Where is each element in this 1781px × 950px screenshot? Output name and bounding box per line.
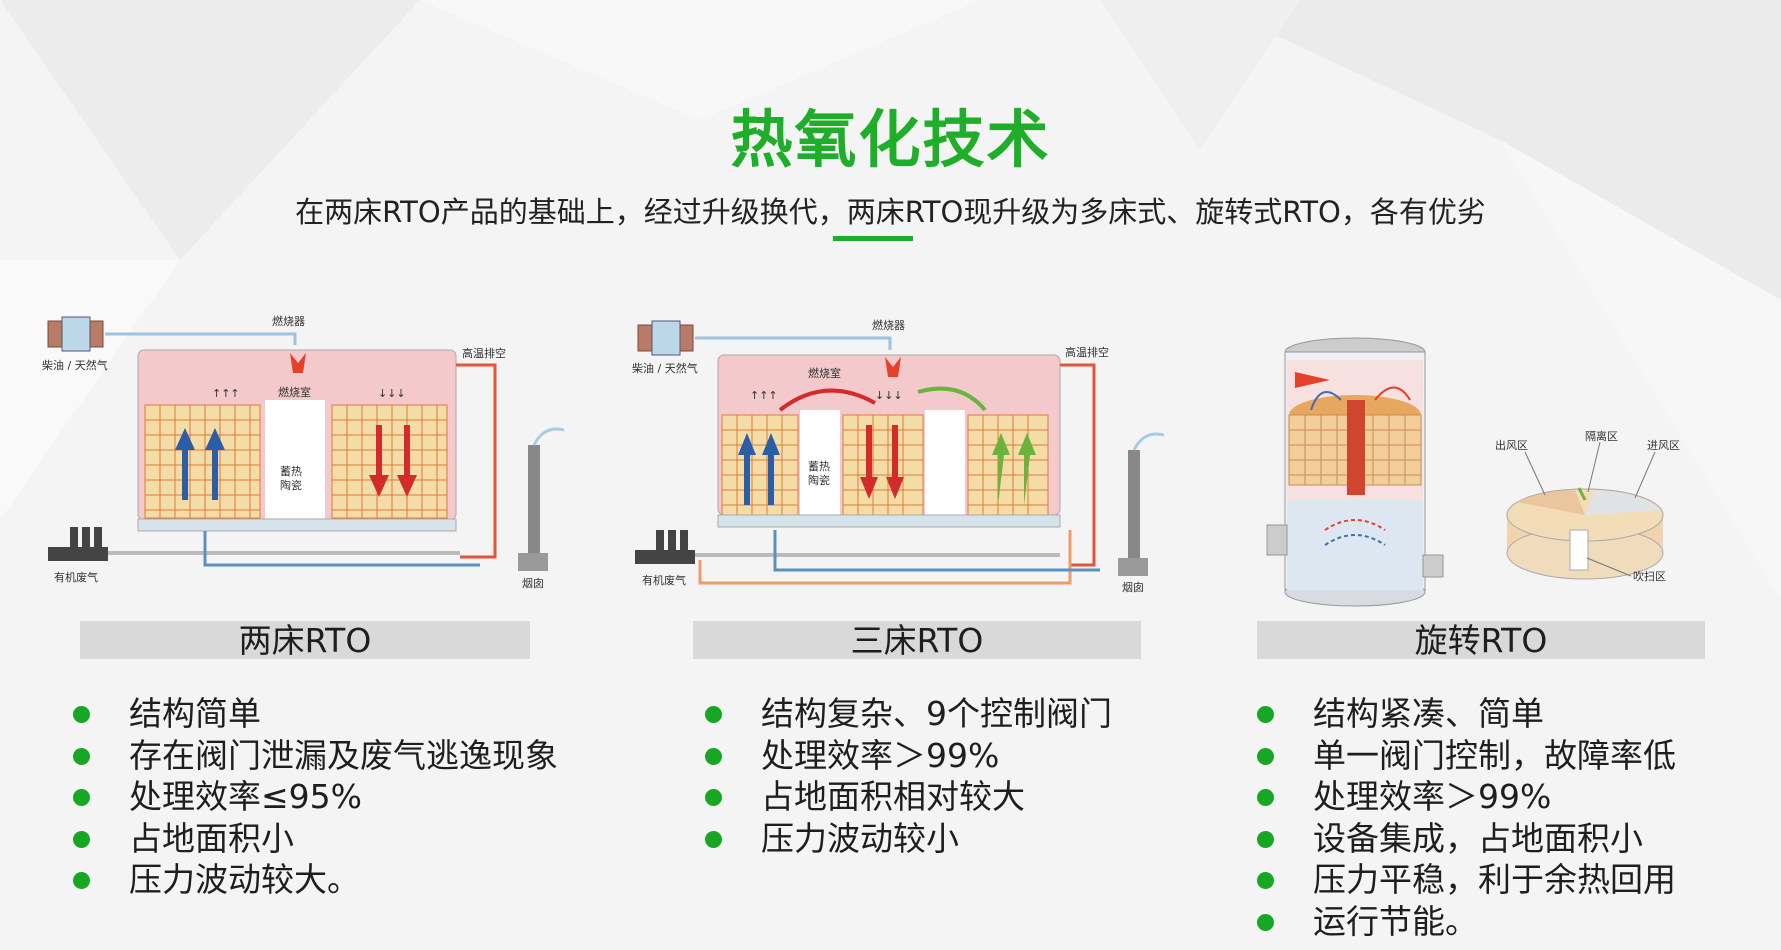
bullet-icon <box>1257 747 1274 765</box>
three-bed-fuel-label: 柴油 / 天然气 <box>632 361 698 375</box>
rotary-inlet-zone-label: 进风区 <box>1647 439 1680 452</box>
page-title: 热氧化技术 <box>730 103 1051 176</box>
two-bed-fuel-label: 柴油 / 天然气 <box>42 358 108 372</box>
three-bed-features: 结构复杂、9个控制阀门 处理效率＞99% 占地面积相对较大 压力波动较小 <box>705 693 1112 859</box>
list-item: 压力波动较小 <box>705 818 1112 860</box>
bullet-icon <box>73 830 90 848</box>
list-item: 处理效率＞99% <box>705 735 1112 777</box>
two-bed-media-label-2: 陶瓷 <box>280 478 302 492</box>
three-bed-media-label-1: 蓄热 <box>808 460 830 473</box>
two-bed-chimney-label: 烟囱 <box>522 576 544 590</box>
list-item: 单一阀门控制，故障率低 <box>1257 735 1676 777</box>
bullet-icon <box>1257 913 1274 931</box>
bullet-icon <box>73 747 90 765</box>
two-bed-rto-diagram: 柴油 / 天然气 燃烧器 燃烧室 ↑↑↑ ↓↓↓ 蓄热 陶瓷 高温排空 烟囱 有… <box>42 314 565 590</box>
list-item: 设备集成，占地面积小 <box>1257 818 1676 860</box>
list-item: 处理效率＞99% <box>1257 776 1676 818</box>
list-item: 运行节能。 <box>1257 901 1676 943</box>
bullet-icon <box>705 789 722 806</box>
three-bed-exhaust-label: 高温排空 <box>1065 345 1109 359</box>
two-bed-burner-label: 燃烧器 <box>272 314 305 328</box>
list-item: 结构复杂、9个控制阀门 <box>705 693 1112 735</box>
list-item: 占地面积相对较大 <box>705 776 1112 818</box>
title-underline <box>833 236 913 241</box>
two-bed-exhaust-label: 高温排空 <box>462 346 506 360</box>
bullet-icon <box>1257 706 1274 723</box>
bullet-icon <box>73 872 90 889</box>
list-item: 压力波动较大。 <box>73 859 558 901</box>
two-bed-chamber-label: 燃烧室 <box>278 385 311 399</box>
two-bed-features: 结构简单 存在阀门泄漏及废气逃逸现象 处理效率≤95% 占地面积小 压力波动较大… <box>73 693 558 901</box>
list-item: 结构简单 <box>73 693 558 735</box>
three-bed-chamber-label: 燃烧室 <box>808 366 841 380</box>
list-item: 存在阀门泄漏及废气逃逸现象 <box>73 735 558 777</box>
svg-text:↑↑↑: ↑↑↑ <box>750 389 778 402</box>
two-bed-media-label-1: 蓄热 <box>280 465 302 478</box>
list-item: 处理效率≤95% <box>73 776 558 818</box>
three-bed-rto-diagram: 柴油 / 天然气 燃烧器 燃烧室 ↑↑↑ ↓↓↓ 蓄热 陶瓷 高温排空 烟囱 有… <box>632 318 1165 594</box>
rotary-rto-diagram: 出风区 隔离区 进风区 吹扫区 <box>1266 337 1680 607</box>
rotary-outlet-zone-label: 出风区 <box>1495 438 1528 452</box>
bullet-icon <box>705 706 722 723</box>
bullet-icon <box>705 747 722 765</box>
svg-text:↑↑↑: ↑↑↑ <box>212 387 240 400</box>
rotary-purge-zone-label: 吹扫区 <box>1633 570 1666 583</box>
svg-text:↓↓↓: ↓↓↓ <box>378 387 406 400</box>
svg-text:↓↓↓: ↓↓↓ <box>875 389 903 402</box>
list-item: 结构紧凑、简单 <box>1257 693 1676 735</box>
bullet-icon <box>1257 789 1274 806</box>
three-bed-chimney-label: 烟囱 <box>1122 580 1144 594</box>
column-label-three-bed: 三床RTO <box>693 621 1141 660</box>
list-item: 压力平稳，利于余热回用 <box>1257 859 1676 901</box>
bullet-icon <box>73 789 90 806</box>
column-label-rotary: 旋转RTO <box>1257 621 1705 660</box>
three-bed-waste-gas-label: 有机废气 <box>642 573 686 587</box>
bullet-icon <box>705 830 722 848</box>
bullet-icon <box>1257 872 1274 889</box>
page-subtitle: 在两床RTO产品的基础上，经过升级换代，两床RTO现升级为多床式、旋转式RTO，… <box>295 195 1486 229</box>
list-item: 占地面积小 <box>73 818 558 860</box>
rotary-features: 结构紧凑、简单 单一阀门控制，故障率低 处理效率＞99% 设备集成，占地面积小 … <box>1257 693 1676 942</box>
three-bed-media-label-2: 陶瓷 <box>808 473 830 487</box>
bullet-icon <box>73 706 90 723</box>
three-bed-burner-label: 燃烧器 <box>872 318 905 332</box>
two-bed-waste-gas-label: 有机废气 <box>54 570 98 584</box>
bullet-icon <box>1257 830 1274 848</box>
rotary-isolation-zone-label: 隔离区 <box>1585 429 1618 443</box>
column-label-two-bed: 两床RTO <box>80 621 530 660</box>
